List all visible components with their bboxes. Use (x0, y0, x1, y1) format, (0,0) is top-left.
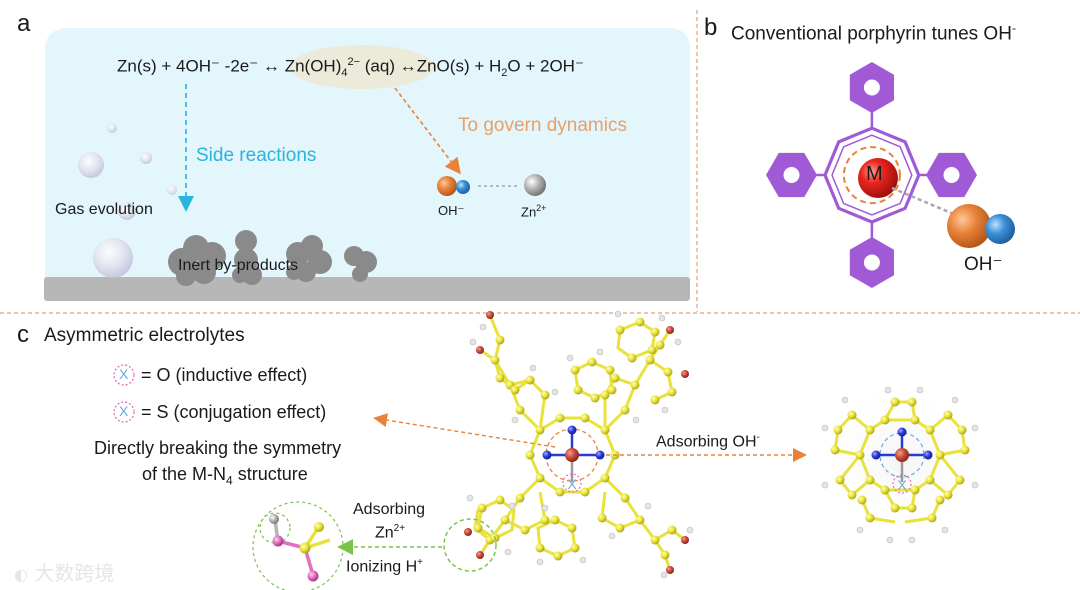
hexagon-holes (783, 79, 960, 271)
legend-s-icon (113, 401, 135, 423)
zn-label-a-text: Zn (521, 204, 537, 220)
ionizing-text: Ionizing H (346, 558, 418, 576)
panel-c-label: c (17, 321, 29, 348)
carboxyl-zoom (252, 501, 344, 590)
ionizing-sup: + (417, 557, 423, 568)
gas-bubble (118, 202, 136, 220)
gas-evolution-text: Gas evolution (55, 201, 153, 218)
oh-hydrogen-large (985, 214, 1015, 244)
panel-b-label: b (704, 14, 718, 41)
oh-label-a: OH⁻ (438, 203, 465, 218)
oh-oxygen-atom (437, 176, 457, 196)
porphyrin-inner-ring (831, 134, 913, 216)
svg-text:X: X (897, 477, 907, 493)
gas-bubble (93, 238, 133, 278)
equation-sub: 4 (341, 67, 348, 80)
gas-bubble (107, 123, 117, 133)
zn-ion (524, 174, 546, 196)
zn-label-a-sup: 2+ (536, 203, 547, 213)
adsorbing-zn-line1: Adsorbing (353, 501, 426, 518)
oh-hydrogen-atom (456, 180, 470, 194)
break-sub: 4 (226, 473, 233, 488)
inert-byproducts-text: Inert by-products (178, 257, 299, 274)
symmetry-arrow (373, 413, 556, 448)
porphyrin-outer-ring (823, 126, 921, 224)
legend-s-symbol: X (119, 403, 129, 419)
legend-o-text: = O (inductive effect) (141, 365, 308, 385)
legend-s-text: = S (conjugation effect) (141, 402, 327, 422)
adsorbing-zn-sup: 2+ (393, 523, 406, 534)
reaction-equation: Zn(s) + 4OH⁻ -2e⁻ ↔ Zn(OH)42− (aq) ↔ZnO(… (117, 56, 584, 79)
panel-c-title: Asymmetric electrolytes (44, 325, 245, 346)
gas-bubble (167, 185, 177, 195)
metal-dashed-ring (842, 146, 901, 205)
equation-sub2: 2 (501, 67, 508, 80)
watermark-icon: ◐ (14, 565, 28, 584)
break-symmetry-line2: of the M-N4 structure (142, 464, 308, 488)
zincate-highlight (290, 45, 434, 89)
break-line2b: structure (232, 464, 308, 484)
metal-center-c (565, 448, 579, 462)
electrolyte-background (45, 28, 690, 296)
govern-dynamics-text: To govern dynamics (458, 115, 627, 136)
adsorbing-zn-line2: Zn2+ (375, 523, 405, 542)
metal-center-atom (858, 158, 898, 198)
carboxyl-highlight (443, 518, 497, 572)
legend-o-icon (113, 364, 135, 386)
zn-label-a: Zn2+ (521, 203, 546, 219)
gas-bubble (78, 152, 104, 178)
equation-part1: Zn(s) + 4OH⁻ -2e⁻ ↔ (117, 56, 285, 76)
legend-o-symbol: X (119, 366, 129, 382)
panel-b-title-text: Conventional porphyrin tunes OH (731, 23, 1012, 45)
adsorbing-oh-label: Adsorbing OH- (656, 432, 760, 451)
panel-b-title-sup: - (1011, 21, 1016, 35)
adsorbing-oh-text: Adsorbing OH (656, 433, 757, 451)
equation-part5: O + 2OH⁻ (507, 56, 584, 76)
ionizing-label: Ionizing H+ (346, 557, 423, 576)
panel-b-title: Conventional porphyrin tunes OH- (731, 21, 1016, 45)
panel-a-label: a (17, 10, 31, 37)
metal-oh-interaction (891, 186, 957, 217)
break-symmetry-line1: Directly breaking the symmetry (94, 438, 342, 458)
equation-part4: ↔ZnO(s) + H (395, 56, 502, 76)
svg-text:X: X (567, 476, 577, 492)
inert-byproduct-clusters (168, 230, 377, 286)
equation-sup: 2− (347, 56, 361, 68)
govern-arrow (394, 87, 461, 175)
adsorbing-oh-sup: - (756, 432, 760, 443)
side-reactions-text: Side reactions (196, 145, 317, 166)
oh-label-b: OH⁻ (964, 254, 1003, 275)
equation-part2: Zn(OH) (284, 56, 342, 76)
zoomed-core-molecule: X (818, 378, 982, 544)
watermark: ◐ 大数跨境 (14, 557, 114, 586)
asymmetric-porphyrin-molecule: X (443, 310, 694, 579)
oh-oxygen-large (947, 204, 991, 248)
watermark-text: 大数跨境 (34, 561, 115, 585)
metal-label: M (866, 163, 883, 185)
adsorbing-zn-text: Zn (375, 524, 394, 542)
zinc-electrode (44, 277, 690, 301)
break-line2a: of the M-N (142, 464, 227, 484)
gas-bubble (140, 152, 152, 164)
equation-part3: (aq) (360, 56, 395, 76)
panel-a-graphic (44, 28, 690, 301)
